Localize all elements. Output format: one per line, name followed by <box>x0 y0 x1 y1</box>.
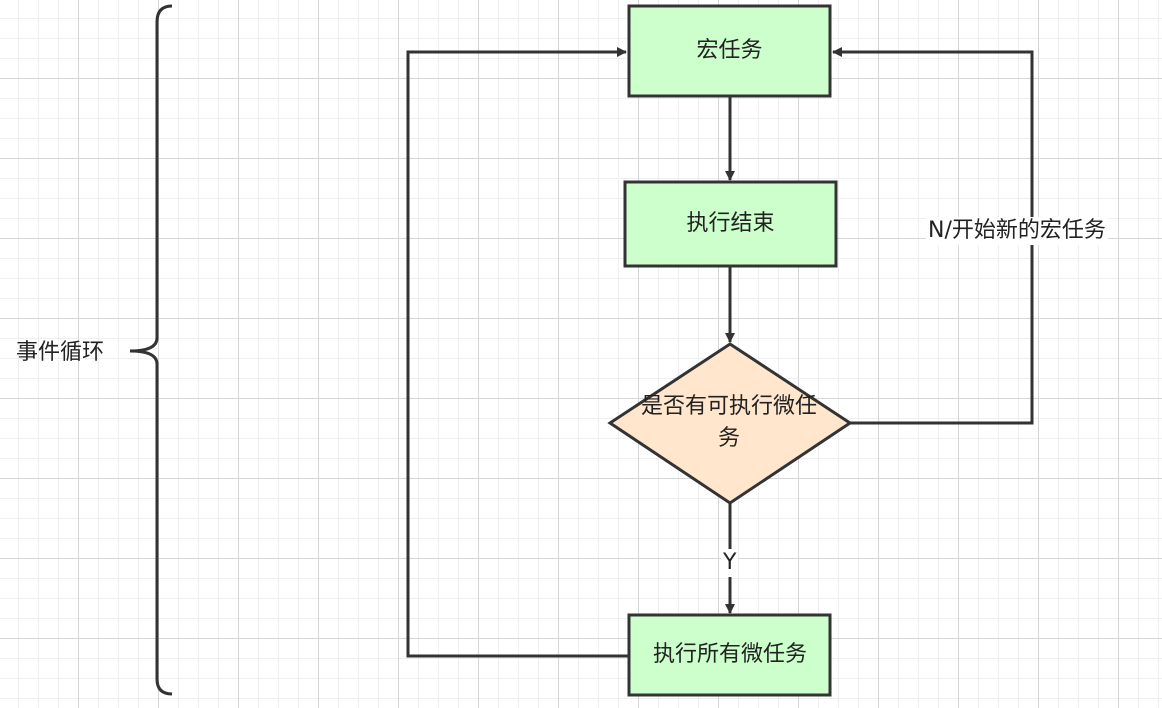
has-micro-label: 是否有可执行微任务 <box>640 394 817 451</box>
event-loop-brace <box>129 4 173 696</box>
macro-task-label: 宏任务 <box>696 38 763 63</box>
exec-all-micro-label: 执行所有微任务 <box>652 642 807 667</box>
node-exec-end <box>623 180 838 268</box>
exec-end-label: 执行结束 <box>686 211 775 236</box>
yes-edge-label: Y <box>721 549 739 577</box>
event-loop-label: 事件循环 <box>16 340 105 365</box>
node-has-micro-decision <box>607 342 853 505</box>
edge-loop-back <box>406 47 629 658</box>
node-exec-all-micro <box>627 613 832 697</box>
no-edge-label: N/开始新的宏任务 <box>926 217 1108 245</box>
node-macro-task <box>627 4 832 98</box>
